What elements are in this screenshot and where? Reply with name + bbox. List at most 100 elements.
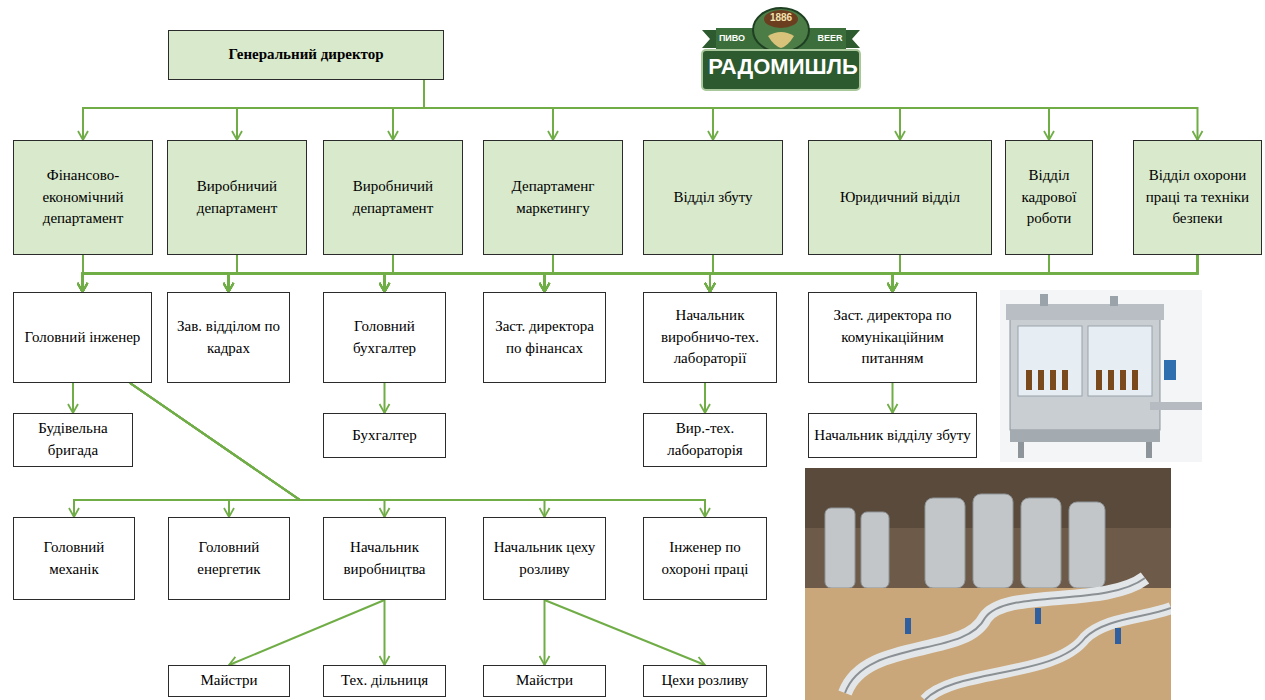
machine-pipe bbox=[1040, 294, 1048, 306]
box-text: Відділ охорони праці та техніки безпеки bbox=[1139, 165, 1256, 230]
machine-window bbox=[1088, 326, 1152, 396]
box-text: Бухгалтер bbox=[352, 425, 416, 447]
connector-arrow bbox=[393, 80, 424, 140]
position-box: Головний інженер bbox=[13, 292, 152, 383]
photo-ground bbox=[1000, 290, 1202, 462]
box-text: Будівельна бригада bbox=[19, 418, 127, 462]
floor bbox=[805, 588, 1171, 700]
connector-arrow bbox=[384, 600, 386, 665]
connector-arrow bbox=[545, 600, 706, 665]
department-box: Відділ кадрової роботи bbox=[1005, 140, 1093, 255]
box-text: Зав. відділом по кадрах bbox=[173, 316, 284, 360]
department-box: Юридичний відділ bbox=[808, 140, 992, 255]
box-text: Департаменг маркетингу bbox=[489, 176, 617, 220]
position-box: Начальник виробництва bbox=[323, 517, 446, 600]
department-box: Департаменг маркетингу bbox=[483, 140, 623, 255]
position-box: Начальник виробничо-тех. лабораторії bbox=[643, 292, 777, 383]
control-panel bbox=[1164, 360, 1176, 380]
department-box: Відділ збуту bbox=[643, 140, 783, 255]
position-box: Головний механік bbox=[13, 517, 135, 600]
department-box: Фінансово-економічний департамент bbox=[13, 140, 153, 255]
connector-arrow bbox=[710, 255, 1198, 292]
box-text: Головний механік bbox=[19, 537, 129, 581]
position-box: Начальник цеху розливу bbox=[483, 517, 606, 600]
connector-arrow bbox=[130, 383, 300, 517]
box-text: Цехи розливу bbox=[661, 670, 748, 692]
position-box: Головний енергетик bbox=[168, 517, 290, 600]
connector-arrow bbox=[704, 383, 706, 413]
machine-pipe bbox=[1110, 296, 1118, 306]
box-text: Юридичний відділ bbox=[840, 187, 960, 209]
conveyor-edge bbox=[925, 608, 1171, 700]
position-box: Начальник відділу збуту bbox=[808, 413, 977, 458]
box-text: Відділ збуту bbox=[673, 187, 752, 209]
department-box: Виробничий департамент bbox=[323, 140, 463, 255]
box-text: Тех. дільниця bbox=[341, 670, 428, 692]
machine-housing bbox=[1010, 318, 1160, 430]
logo-text: ПИВО bbox=[712, 31, 752, 45]
box-text: Вир.-тех. лабораторія bbox=[649, 418, 761, 462]
position-box: Майстри bbox=[168, 665, 290, 697]
connector-arrow bbox=[545, 255, 1198, 292]
connector-arrow bbox=[130, 383, 705, 517]
position-box: Майстри bbox=[483, 665, 606, 697]
bottling-machine-photo bbox=[1000, 290, 1202, 462]
box-text: Виробничий департамент bbox=[173, 176, 301, 220]
position-box: Головний бухгалтер bbox=[323, 292, 446, 383]
box-text: Начальник відділу збуту bbox=[814, 425, 970, 447]
connector-arrow bbox=[544, 600, 546, 665]
brewery-hall-photo bbox=[805, 468, 1171, 700]
position-box: Бухгалтер bbox=[323, 413, 446, 458]
connector-arrow bbox=[83, 80, 424, 140]
box-text: Виробничий департамент bbox=[329, 176, 457, 220]
box-text: Майстри bbox=[201, 670, 258, 692]
connector-arrow bbox=[893, 255, 1198, 292]
photo-ground bbox=[805, 468, 1171, 700]
connector-arrow bbox=[229, 600, 385, 665]
year-badge bbox=[764, 10, 798, 28]
box-text: Начальник цеху розливу bbox=[489, 537, 600, 581]
department-box: Генеральний директор bbox=[168, 30, 444, 80]
box-text: Заст. директора по комунікаційним питанн… bbox=[814, 305, 971, 370]
machine-base bbox=[1010, 430, 1160, 442]
box-text: Головний бухгалтер bbox=[329, 316, 440, 360]
connector-arrow bbox=[229, 255, 1198, 292]
logo-text: РАДОМИШЛЬ bbox=[702, 52, 864, 82]
box-text: Начальник виробничо-тех. лабораторії bbox=[649, 305, 771, 370]
hop-ornament bbox=[768, 32, 794, 48]
machine-leg bbox=[1018, 442, 1024, 458]
connector-arrow bbox=[237, 80, 424, 140]
box-text: Генеральний директор bbox=[228, 44, 383, 66]
department-box: Виробничий департамент bbox=[167, 140, 307, 255]
bottles bbox=[1026, 370, 1138, 390]
position-box: Зав. відділом по кадрах bbox=[167, 292, 290, 383]
box-text: Начальник виробництва bbox=[329, 537, 440, 581]
connector-arrow bbox=[130, 383, 545, 517]
machine-window bbox=[1018, 326, 1082, 396]
connector-arrow bbox=[424, 80, 553, 140]
crest bbox=[753, 8, 809, 52]
conveyor bbox=[1150, 402, 1202, 410]
machine-leg bbox=[1146, 442, 1152, 458]
box-text: Головний інженер bbox=[25, 327, 141, 349]
workers bbox=[905, 608, 1121, 644]
connector-arrow bbox=[385, 255, 1198, 292]
box-text: Фінансово-економічний департамент bbox=[19, 165, 147, 230]
box-text: Відділ кадрової роботи bbox=[1011, 165, 1087, 230]
machine-top bbox=[1006, 304, 1164, 320]
box-text: Заст. директора по фінансах bbox=[489, 316, 600, 360]
logo-text: 1886 bbox=[765, 10, 797, 26]
position-box: Вир.-тех. лабораторія bbox=[643, 413, 767, 467]
position-box: Інженер по охороні праці bbox=[643, 517, 767, 600]
conveyor bbox=[925, 608, 1171, 700]
storage-tanks bbox=[825, 494, 1105, 588]
connector-arrow bbox=[424, 80, 713, 140]
position-box: Тех. дільниця bbox=[323, 665, 446, 697]
box-text: Головний енергетик bbox=[174, 537, 284, 581]
position-box: Будівельна бригада bbox=[13, 413, 133, 467]
box-text: Інженер по охороні праці bbox=[649, 537, 761, 581]
box-text: Майстри bbox=[516, 670, 573, 692]
connector-arrow bbox=[72, 383, 74, 413]
department-box: Відділ охорони праці та техніки безпеки bbox=[1133, 140, 1262, 255]
position-box: Цехи розливу bbox=[643, 665, 767, 697]
